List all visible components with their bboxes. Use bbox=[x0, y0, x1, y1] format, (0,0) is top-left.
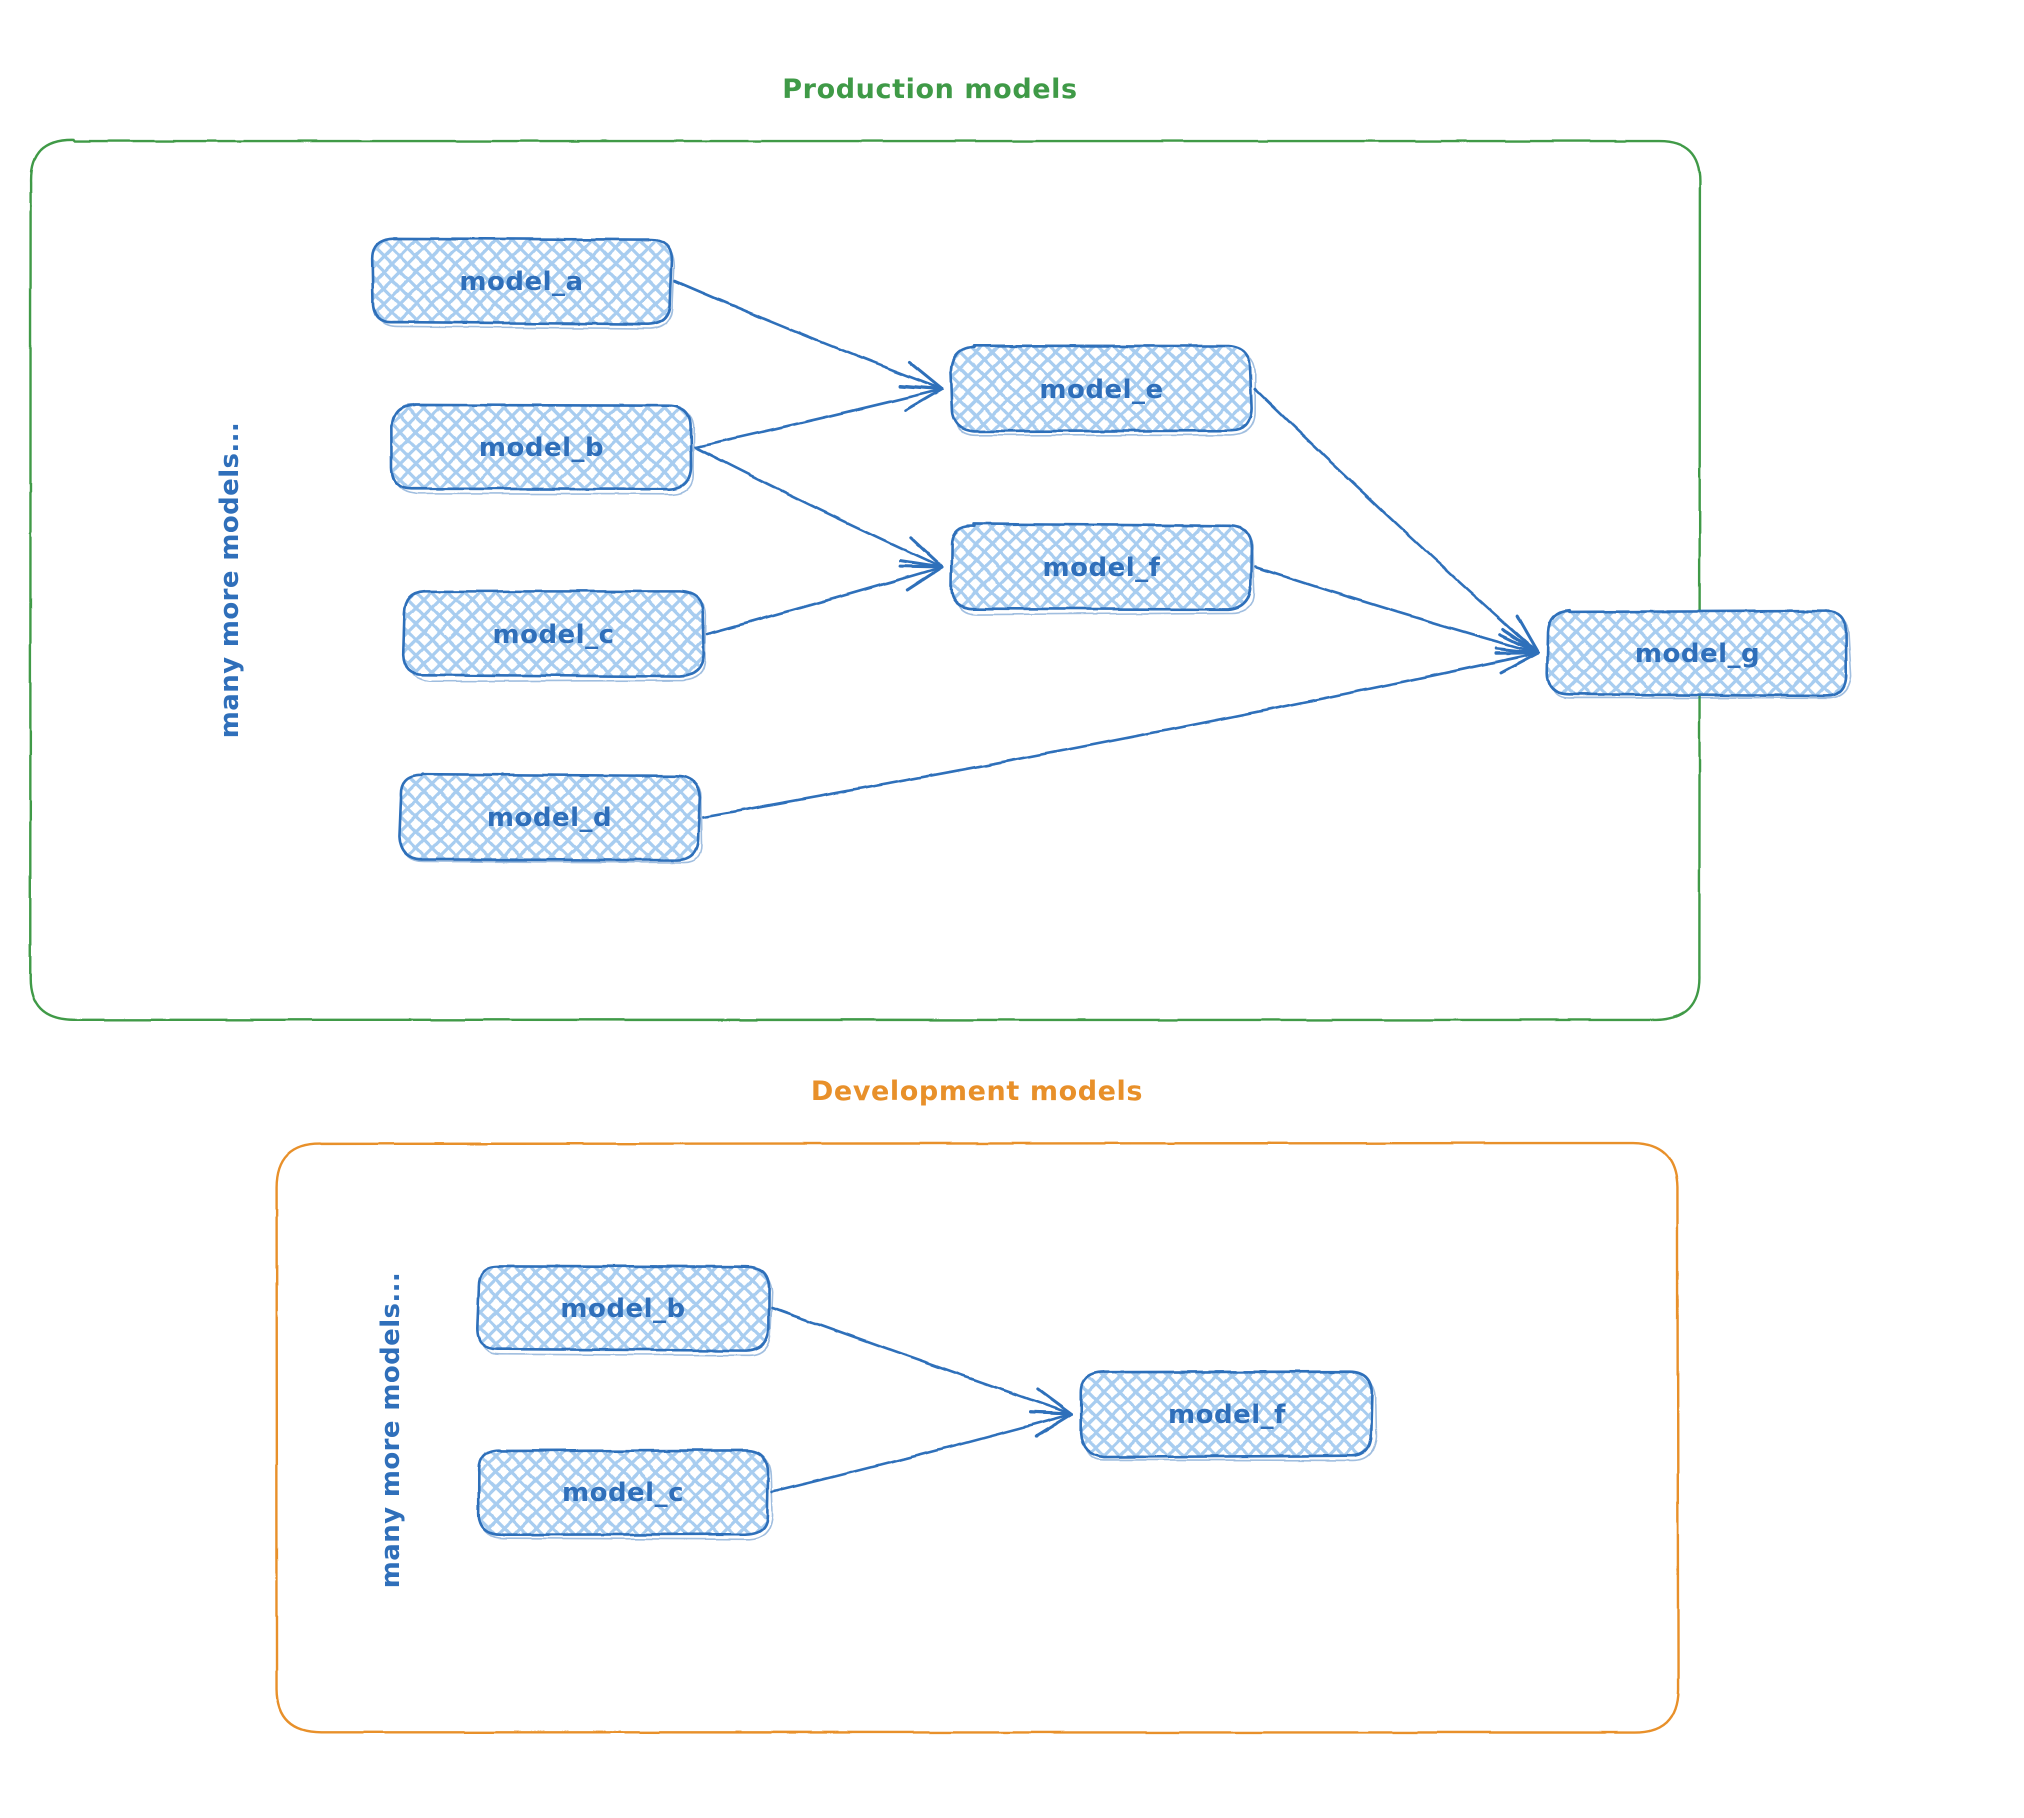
node-body[interactable] bbox=[401, 589, 705, 678]
node-body[interactable] bbox=[370, 237, 674, 326]
node-body[interactable] bbox=[1079, 1370, 1374, 1459]
edge-model_b-to-model_f bbox=[693, 445, 944, 569]
node-model_g[interactable]: model_g bbox=[1545, 609, 1852, 700]
node-label: model_f bbox=[1043, 553, 1161, 583]
node-body[interactable] bbox=[1545, 609, 1848, 698]
node-model_b[interactable]: model_b bbox=[390, 403, 695, 496]
node-label: model_f bbox=[1168, 1400, 1286, 1430]
edge-model_c-to-model_f bbox=[705, 564, 944, 636]
edge-layer bbox=[673, 279, 1540, 1494]
group-container-layer bbox=[29, 138, 1702, 1734]
node-model_c[interactable]: model_c bbox=[401, 589, 707, 683]
group-production bbox=[29, 138, 1702, 1022]
node-model_e[interactable]: model_e bbox=[949, 344, 1257, 437]
group-boundary-production bbox=[29, 138, 1702, 1022]
text-layer: Production models many more models... Deve… bbox=[215, 74, 1143, 1588]
node-label: model_g bbox=[1635, 639, 1760, 669]
edge-arrowhead bbox=[898, 536, 944, 569]
node-label: model_c bbox=[492, 620, 614, 650]
node-dev_model_b[interactable]: model_b bbox=[476, 1264, 773, 1357]
node-model_d[interactable]: model_d bbox=[398, 772, 703, 864]
node-label: model_d bbox=[487, 803, 612, 833]
edge-line bbox=[705, 565, 944, 636]
group-boundary-development bbox=[275, 1141, 1680, 1734]
edge-dev_model_c-to-dev_model_f bbox=[770, 1410, 1074, 1494]
node-body[interactable] bbox=[398, 772, 702, 862]
node-layer: model_a model_b model_c model_d model_emodel… bbox=[370, 237, 1852, 1541]
node-label: model_a bbox=[459, 267, 583, 297]
node-dev_model_f[interactable]: model_f bbox=[1079, 1370, 1378, 1462]
edge-model_b-to-model_e bbox=[693, 384, 944, 449]
edge-model_d-to-model_g bbox=[701, 647, 1540, 819]
node-label: model_b bbox=[479, 433, 604, 463]
node-label: model_c bbox=[562, 1478, 684, 1508]
edge-model_e-to-model_g bbox=[1253, 387, 1540, 655]
node-body[interactable] bbox=[949, 522, 1253, 611]
group-title-production: Production models bbox=[782, 74, 1077, 105]
edge-arrowhead bbox=[1028, 1410, 1074, 1438]
edge-model_f-to-model_g bbox=[1253, 565, 1540, 655]
edge-line bbox=[693, 445, 944, 569]
node-body[interactable] bbox=[476, 1264, 771, 1352]
group-development bbox=[275, 1141, 1680, 1734]
node-model_f[interactable]: model_f bbox=[949, 522, 1256, 616]
node-body[interactable] bbox=[390, 403, 693, 491]
edge-arrowhead bbox=[898, 384, 944, 412]
node-body[interactable] bbox=[477, 1448, 770, 1537]
edge-line bbox=[770, 1306, 1074, 1416]
node-model_a[interactable]: model_a bbox=[370, 237, 676, 330]
edge-dev_model_b-to-dev_model_f bbox=[770, 1306, 1074, 1416]
node-body[interactable] bbox=[949, 344, 1253, 433]
edge-line bbox=[673, 279, 944, 391]
edge-arrowhead bbox=[898, 564, 944, 592]
group-title-development: Development models bbox=[811, 1076, 1143, 1107]
edge-line bbox=[701, 651, 1540, 819]
edge-line bbox=[1253, 387, 1540, 655]
edge-line bbox=[1253, 565, 1540, 655]
edge-line bbox=[693, 387, 944, 449]
node-label: model_b bbox=[560, 1294, 685, 1324]
side-label-development: many more models... bbox=[376, 1272, 406, 1588]
node-dev_model_c[interactable]: model_c bbox=[477, 1448, 774, 1541]
edge-arrowhead bbox=[1494, 647, 1540, 675]
node-label: model_e bbox=[1039, 375, 1163, 405]
side-label-production: many more models... bbox=[215, 422, 245, 738]
edge-model_a-to-model_e bbox=[673, 279, 944, 391]
edge-line bbox=[770, 1412, 1074, 1494]
